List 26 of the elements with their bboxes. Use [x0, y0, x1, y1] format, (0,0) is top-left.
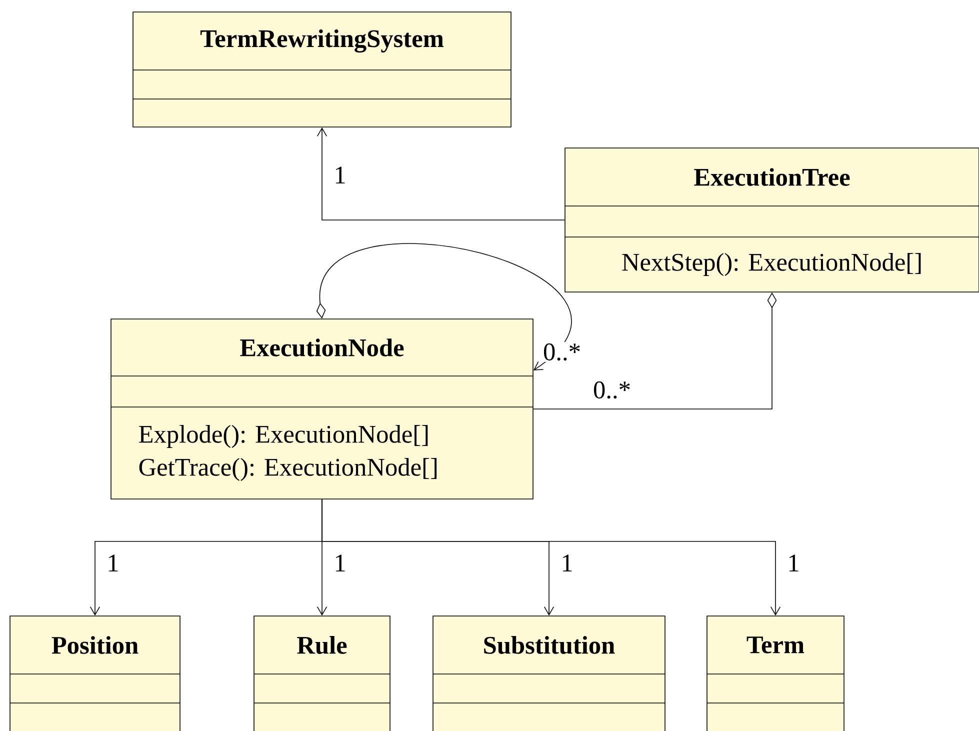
multiplicity-label: 1 — [332, 165, 348, 185]
association-line — [322, 499, 781, 616]
class-name: Substitution — [484, 636, 615, 654]
method-text: GetTrace(): ExecutionNode[] — [139, 458, 437, 481]
multiplicity-label: 1 — [105, 553, 121, 573]
class-box — [110, 318, 534, 500]
multiplicity-label: 1 — [786, 553, 802, 573]
class-name: ExecutionNode — [240, 338, 404, 356]
class-box — [706, 616, 844, 731]
class-box — [10, 616, 180, 731]
method-text: NextStep(): ExecutionNode[] — [622, 253, 921, 276]
class-name: ExecutionTree — [694, 168, 850, 186]
class-name: TermRewritingSystem — [200, 29, 444, 53]
class-name: Rule — [297, 636, 347, 654]
multiplicity-label: 0..* — [542, 342, 582, 362]
class-name: Position — [52, 636, 138, 654]
class-name: Term — [746, 636, 804, 654]
class-box — [432, 616, 666, 731]
class-box — [564, 148, 979, 292]
method-text: Explode(): ExecutionNode[] — [139, 425, 428, 448]
association-line — [316, 127, 565, 220]
class-box — [254, 616, 390, 731]
multiplicity-label: 1 — [559, 553, 575, 573]
multiplicity-label: 1 — [332, 553, 348, 573]
class-box — [132, 12, 512, 128]
multiplicity-label: 0..* — [592, 380, 632, 400]
